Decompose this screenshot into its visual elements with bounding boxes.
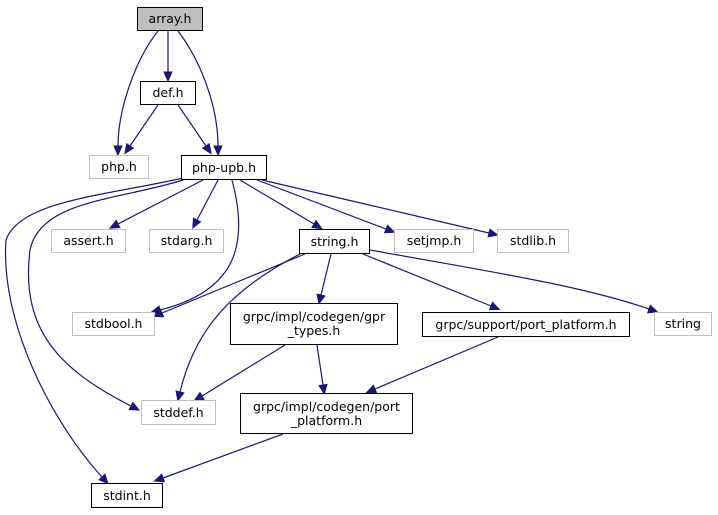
edge-string-h-to-string [369,249,659,314]
edge-array-h-to-def-h [163,31,173,83]
node-stdbool-h: stdbool.h [72,312,155,336]
edge-line [177,104,207,147]
node-php-h: php.h [89,155,149,179]
edge-arrowhead [365,384,378,394]
edge-arrowhead [213,145,223,157]
edge-php-upb-h-to-stdarg-h [192,179,219,230]
node-string-h[interactable]: string.h [299,229,370,254]
node-gpr-types-h[interactable]: grpc/impl/codegen/gpr _types.h [230,303,398,345]
edge-arrowhead [488,301,501,311]
edge-line [196,179,219,221]
edge-array-h-to-php-upb-h [177,30,223,157]
edge-support-port-platform-h-to-codegen-port-platform-h [365,336,499,394]
edge-arrowhead [201,142,212,155]
edge-php-upb-h-to-string-h [239,179,323,230]
edge-line [256,179,387,230]
edge-line [362,253,492,307]
node-stdarg-h: stdarg.h [149,229,224,253]
edge-arrowhead [124,142,135,155]
node-stddef-h: stddef.h [141,400,216,425]
edge-php-upb-h-to-stdint-h [4,177,184,485]
edge-line [369,249,650,310]
edge-line [159,179,240,311]
edge-arrowhead [113,145,123,157]
edge-line [239,179,315,225]
edge-gpr-types-h-to-codegen-port-platform-h [316,344,328,396]
edge-codegen-port-platform-h-to-stdint-h [153,433,284,483]
node-stdint-h[interactable]: stdint.h [91,483,163,508]
node-setjmp-h: setjmp.h [394,229,474,253]
edge-arrowhead [487,228,499,238]
edge-php-upb-h-to-stdlib-h [261,179,499,238]
edge-def-h-to-php-h [124,104,159,155]
edge-arrowhead [316,293,326,305]
edge-line [316,344,324,386]
edge-line [177,30,219,147]
edge-arrowhead [318,383,328,396]
node-stdlib-h: stdlib.h [497,229,569,253]
edge-string-h-to-stddef-h [175,253,301,402]
node-support-port-platform-h[interactable]: grpc/support/port_platform.h [422,312,630,337]
edge-line [201,344,286,397]
edge-line [320,253,332,296]
edge-php-upb-h-to-assert-h [108,179,204,229]
edge-line [179,253,301,393]
node-string: string [654,312,712,336]
edge-line [28,179,184,407]
edge-string-h-to-support-port-platform-h [362,253,501,311]
edge-line [4,177,184,478]
edge-arrowhead [128,401,141,411]
edge-def-h-to-php-upb-h [177,104,212,155]
edge-line [261,179,490,234]
node-array-h: array.h [137,7,203,31]
edge-arrowhead [311,219,323,230]
edge-arrowhead [175,390,185,402]
edge-arrowhead [192,217,202,230]
node-def-h[interactable]: def.h [140,81,196,105]
edge-arrowhead [163,71,173,83]
edge-line [374,336,499,390]
edge-array-h-to-php-h [113,30,159,157]
edge-arrowhead [108,219,121,229]
edge-arrowhead [152,308,165,318]
edge-line [129,104,159,147]
edge-arrowhead [383,224,396,234]
edge-string-h-to-gpr-types-h [316,253,332,305]
node-php-upb-h[interactable]: php-upb.h [181,155,267,180]
edge-arrowhead [153,473,166,483]
edge-php-upb-h-to-setjmp-h [256,179,396,234]
edge-line [162,433,284,479]
edge-arrowhead [98,473,109,485]
edge-php-upb-h-to-stddef-h [28,179,184,411]
edge-arrowhead [646,304,659,314]
node-codegen-port-platform-h[interactable]: grpc/impl/codegen/port _platform.h [240,393,413,434]
node-assert-h: assert.h [51,229,126,253]
edge-line [117,179,204,225]
edge-line [117,30,159,147]
